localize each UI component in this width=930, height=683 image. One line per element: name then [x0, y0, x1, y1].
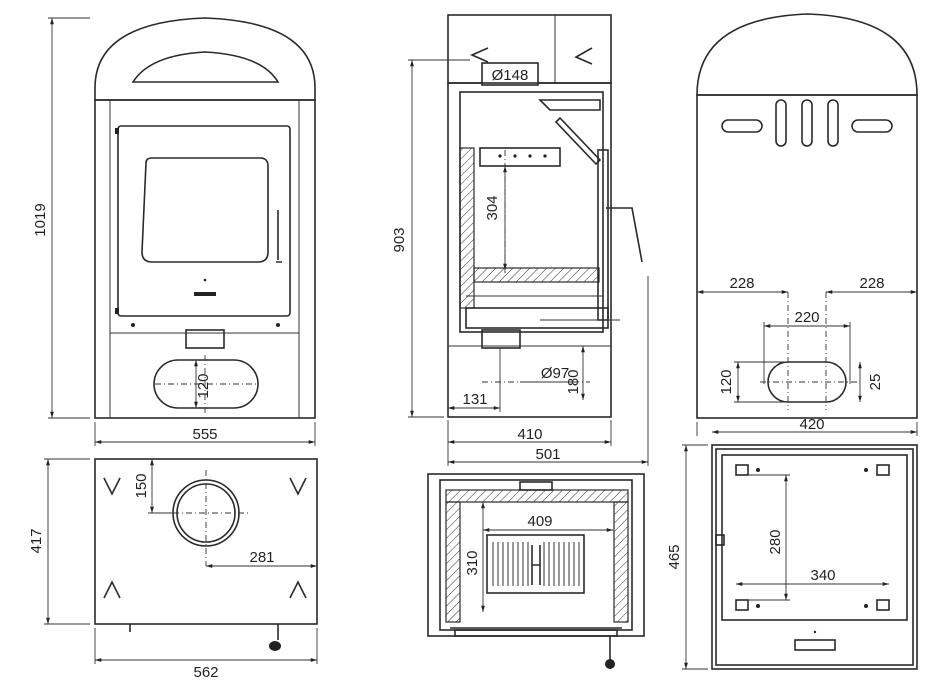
ash-opening: [153, 359, 259, 409]
bolt-bl-icon: [735, 599, 749, 611]
vent-slot-2: [801, 99, 813, 147]
top-mark-bl-icon: [103, 580, 121, 599]
top-mark-tr-icon: [289, 477, 307, 496]
dim-top-flue-y: 150: [133, 473, 150, 498]
front-view: 120 1019 555: [32, 17, 316, 446]
top-body: [94, 458, 318, 625]
dim-rear-opening-radius: 25: [867, 374, 884, 391]
dim-depth-inner: 410: [517, 426, 542, 443]
front-dome-window: [131, 51, 280, 83]
vent-slot-3: [827, 99, 839, 147]
dim-section-inner-width: 409: [527, 513, 552, 530]
grate-bars: [492, 542, 580, 586]
section-firebrick-left: [445, 501, 461, 623]
flue-arrow-left-icon: [470, 47, 489, 63]
bolt-tl-icon: [735, 464, 749, 476]
top-mark-tl-icon: [103, 477, 121, 496]
dim-rear-right-offset: 228: [859, 275, 884, 292]
base-plate-slot: [794, 639, 836, 651]
front-glass: [141, 157, 269, 263]
top-view: 150 281 417 562: [28, 458, 318, 681]
vent-slot-right: [851, 119, 893, 133]
rear-dome: [696, 13, 918, 96]
front-door: [117, 125, 291, 317]
side-view: Ø148 304 903 Ø97 180 131: [391, 14, 649, 466]
rear-view: 228 228 220 120 25 420: [696, 13, 918, 436]
rear-body: [696, 94, 918, 419]
front-body: [94, 99, 316, 419]
section-handle-knob-icon: [605, 659, 615, 669]
dim-flue-diameter: Ø148: [492, 67, 529, 84]
section-firebrick-right: [613, 501, 629, 623]
dim-rear-opening-width: 220: [794, 309, 819, 326]
side-firebrick: [459, 147, 475, 309]
dim-base-hole-width: 340: [810, 567, 835, 584]
dim-top-depth: 417: [28, 528, 45, 553]
dim-front-width: 555: [192, 426, 217, 443]
bolt-br-icon: [876, 599, 890, 611]
section-firebrick-top: [445, 489, 629, 503]
dim-base-depth: 465: [666, 544, 683, 569]
section-grate: [486, 534, 585, 594]
dim-interior-height: 304: [484, 195, 501, 220]
side-door-handle-icon: [606, 207, 643, 263]
vent-slot-left: [721, 119, 763, 133]
dim-ash-opening-height: 120: [195, 373, 212, 398]
dim-air-height: 180: [565, 369, 582, 394]
door-handle-icon: [276, 210, 282, 263]
dim-section-inner-depth: 310: [464, 550, 481, 575]
dim-rear-base-width: 420: [799, 416, 824, 433]
front-dome: [94, 17, 316, 101]
vent-slot-1: [775, 99, 787, 147]
top-handle-knob-icon: [269, 641, 281, 651]
side-body: [447, 82, 612, 418]
dim-top-flue-x: 281: [249, 549, 274, 566]
dim-air-offset: 131: [462, 391, 487, 408]
dim-air-diameter: Ø97: [541, 365, 569, 382]
dim-base-hole-depth: 280: [767, 529, 784, 554]
dim-depth-outer: 501: [535, 446, 560, 463]
section-view: 409 310: [427, 473, 645, 669]
base-plate-view: 280 340 465: [666, 444, 918, 670]
dim-rear-left-offset: 228: [729, 275, 754, 292]
bolt-tr-icon: [876, 464, 890, 476]
dim-top-width: 562: [193, 664, 218, 681]
flue-arrow-right-icon: [574, 47, 593, 65]
top-mark-br-icon: [289, 580, 307, 599]
dim-rear-opening-height: 120: [718, 369, 735, 394]
base-plate-outer: [711, 444, 918, 670]
dim-side-height: 903: [391, 227, 408, 252]
dim-front-height: 1019: [32, 203, 49, 236]
